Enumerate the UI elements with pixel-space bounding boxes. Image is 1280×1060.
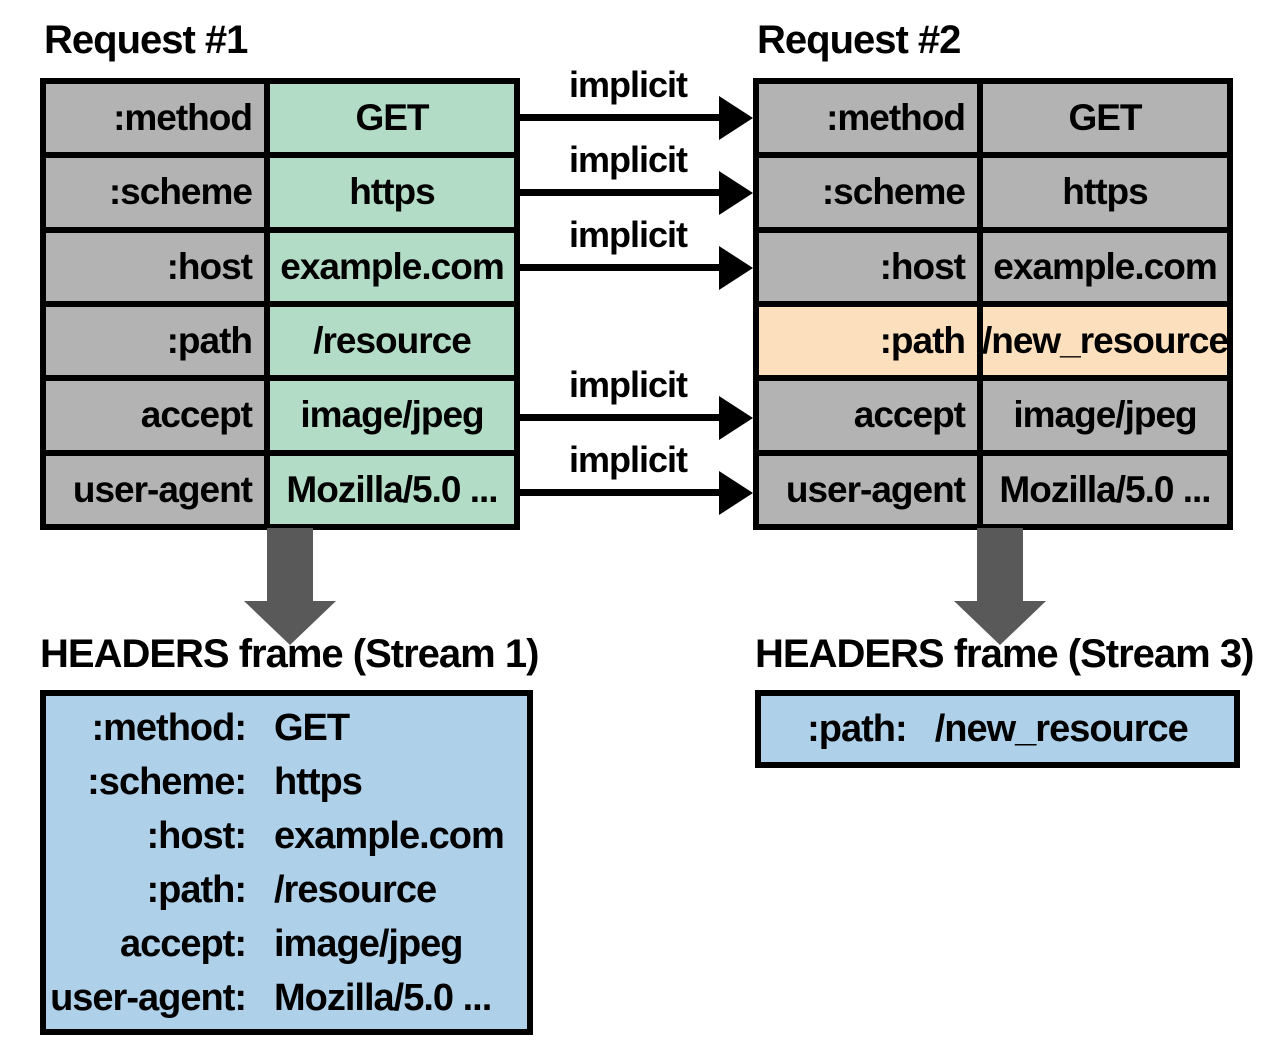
table-row-highlighted: :path /new_resource <box>759 306 1227 382</box>
header-key: :host <box>759 232 983 301</box>
implicit-arrow-label: implicit <box>568 139 688 180</box>
header-key: :host <box>46 232 270 301</box>
header-key: :method <box>46 84 270 153</box>
frame1-lines: :method: GET :scheme: https :host: examp… <box>46 696 527 1029</box>
arrow-line <box>520 114 721 121</box>
arrow-right-icon <box>719 246 753 290</box>
down-arrow-icon <box>954 601 1046 645</box>
arrow-line <box>520 414 721 421</box>
frame-line-key: :host: <box>146 814 247 857</box>
header-value: Mozilla/5.0 ... <box>983 455 1227 524</box>
frame-line-value: /resource <box>274 868 437 911</box>
down-arrow-shaft <box>977 528 1023 602</box>
header-key: accept <box>46 381 270 450</box>
request1-table: :method GET :scheme https :host example.… <box>40 78 520 530</box>
table-row: :method GET <box>46 84 514 159</box>
arrow-right-icon <box>719 96 753 140</box>
down-arrow-shaft <box>267 528 313 602</box>
frame3-title: HEADERS frame (Stream 3) <box>755 632 1254 676</box>
implicit-arrow-label: implicit <box>568 439 688 480</box>
table-row: :host example.com <box>46 232 514 307</box>
table-row: :path /resource <box>46 306 514 382</box>
header-value: /new_resource <box>983 306 1227 376</box>
table-row: user-agent Mozilla/5.0 ... <box>46 455 514 524</box>
header-key: :path <box>46 306 270 376</box>
frame-line-value: example.com <box>274 814 505 857</box>
header-key: user-agent <box>46 455 270 524</box>
frame3-line: :path: /new_resource <box>807 707 1189 751</box>
frame-line-key: :method: <box>91 706 247 749</box>
header-value: example.com <box>983 232 1227 301</box>
frame-line-value: GET <box>274 706 350 749</box>
table-row: accept image/jpeg <box>46 381 514 456</box>
header-key: accept <box>759 381 983 450</box>
header-key: user-agent <box>759 455 983 524</box>
frame-line-key: :path: <box>146 868 247 911</box>
arrow-right-icon <box>719 396 753 440</box>
table-row: :scheme https <box>759 158 1227 233</box>
header-key: :method <box>759 84 983 153</box>
table-row: :scheme https <box>46 158 514 233</box>
header-value: https <box>983 158 1227 227</box>
arrow-line <box>520 264 721 271</box>
down-arrow-icon <box>244 601 336 645</box>
arrow-line <box>520 489 721 496</box>
frame-line-key: :path: <box>807 707 908 750</box>
frame-line-value: https <box>274 760 363 803</box>
table-row: :method GET <box>759 84 1227 159</box>
header-key: :scheme <box>759 158 983 227</box>
implicit-arrow-label: implicit <box>568 214 688 255</box>
header-key: :scheme <box>46 158 270 227</box>
arrow-right-icon <box>719 471 753 515</box>
arrow-right-icon <box>719 171 753 215</box>
header-value: https <box>270 158 514 227</box>
header-value: example.com <box>270 232 514 301</box>
frame-line-value: /new_resource <box>934 707 1189 750</box>
table-row: accept image/jpeg <box>759 381 1227 456</box>
request2-title: Request #2 <box>757 18 961 62</box>
table-row: user-agent Mozilla/5.0 ... <box>759 455 1227 524</box>
frame-line-value: Mozilla/5.0 ... <box>274 976 492 1019</box>
header-key: :path <box>759 306 983 376</box>
frame-line-key: :scheme: <box>87 760 247 803</box>
arrow-line <box>520 189 721 196</box>
frame-line-key: user-agent: <box>50 976 247 1019</box>
frame-line-key: accept: <box>119 922 247 965</box>
frame3-box: :path: /new_resource <box>755 690 1240 768</box>
header-value: image/jpeg <box>983 381 1227 450</box>
frame1-box: :method: GET :scheme: https :host: examp… <box>40 690 533 1035</box>
header-value: GET <box>270 84 514 153</box>
request1-title: Request #1 <box>44 18 248 62</box>
implicit-arrow-label: implicit <box>568 64 688 105</box>
table-row: :host example.com <box>759 232 1227 307</box>
implicit-arrow-label: implicit <box>568 364 688 405</box>
header-value: Mozilla/5.0 ... <box>270 455 514 524</box>
header-value: image/jpeg <box>270 381 514 450</box>
frame-line-value: image/jpeg <box>274 922 464 965</box>
header-value: GET <box>983 84 1227 153</box>
header-value: /resource <box>270 306 514 376</box>
frame1-title: HEADERS frame (Stream 1) <box>40 632 539 676</box>
request2-table: :method GET :scheme https :host example.… <box>753 78 1233 530</box>
